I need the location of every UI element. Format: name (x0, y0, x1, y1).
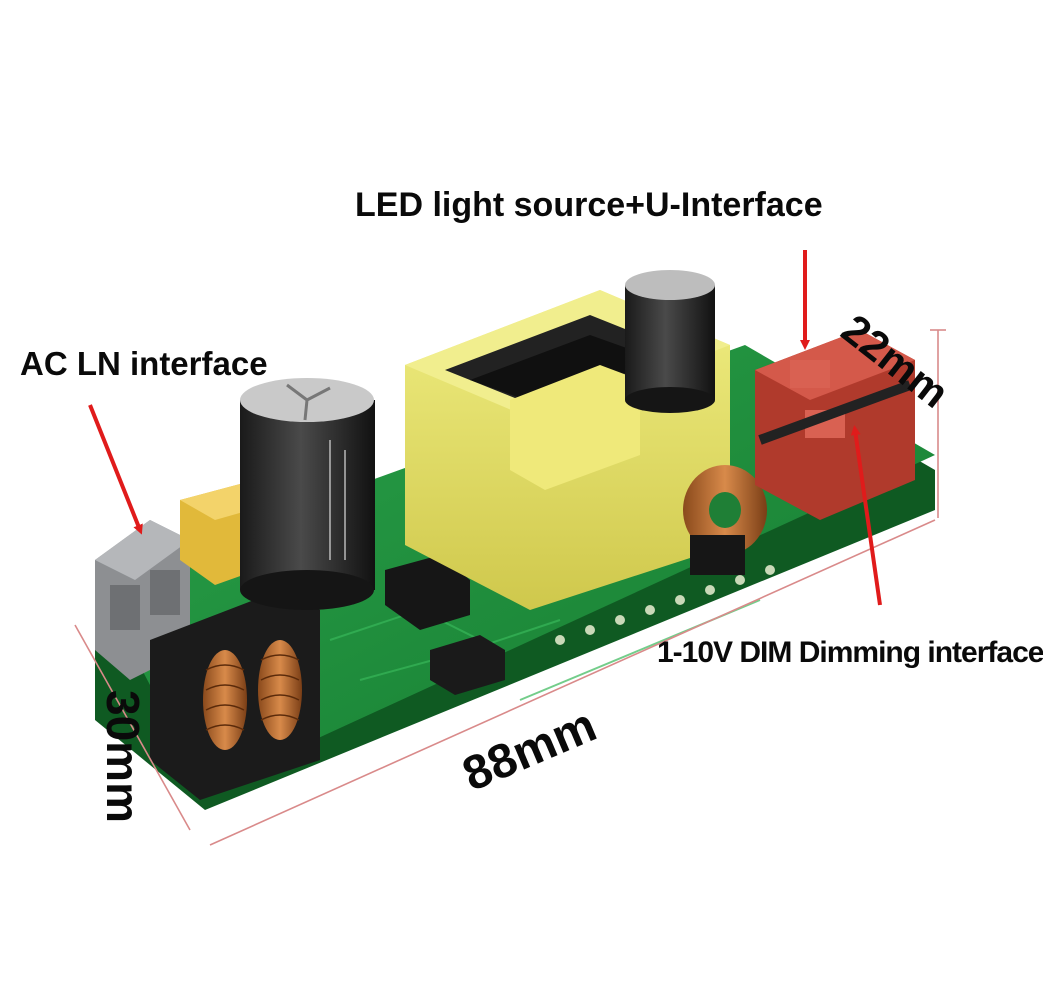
output-capacitor (625, 270, 715, 413)
common-mode-choke (150, 590, 320, 800)
toroid-inductor (683, 465, 767, 575)
label-width: 30mm (97, 690, 149, 823)
annotation-arrows (88, 250, 882, 606)
bulk-capacitor (240, 378, 375, 610)
label-dimming: 1-10V DIM Dimming interface (657, 636, 1043, 669)
output-terminal-block (755, 330, 915, 520)
label-ac-input: AC LN interface (20, 345, 268, 382)
arrow-ac-input (88, 404, 143, 535)
mosfet (385, 555, 470, 630)
dimension-lines (74, 329, 946, 846)
led-driver-board-illustration (74, 250, 946, 846)
arrow-dimming (850, 425, 882, 606)
product-photo: LED light source+U-Interface AC LN inter… (20, 186, 1043, 846)
ic-chip (430, 635, 505, 695)
label-led-output: LED light source+U-Interface (355, 186, 823, 224)
